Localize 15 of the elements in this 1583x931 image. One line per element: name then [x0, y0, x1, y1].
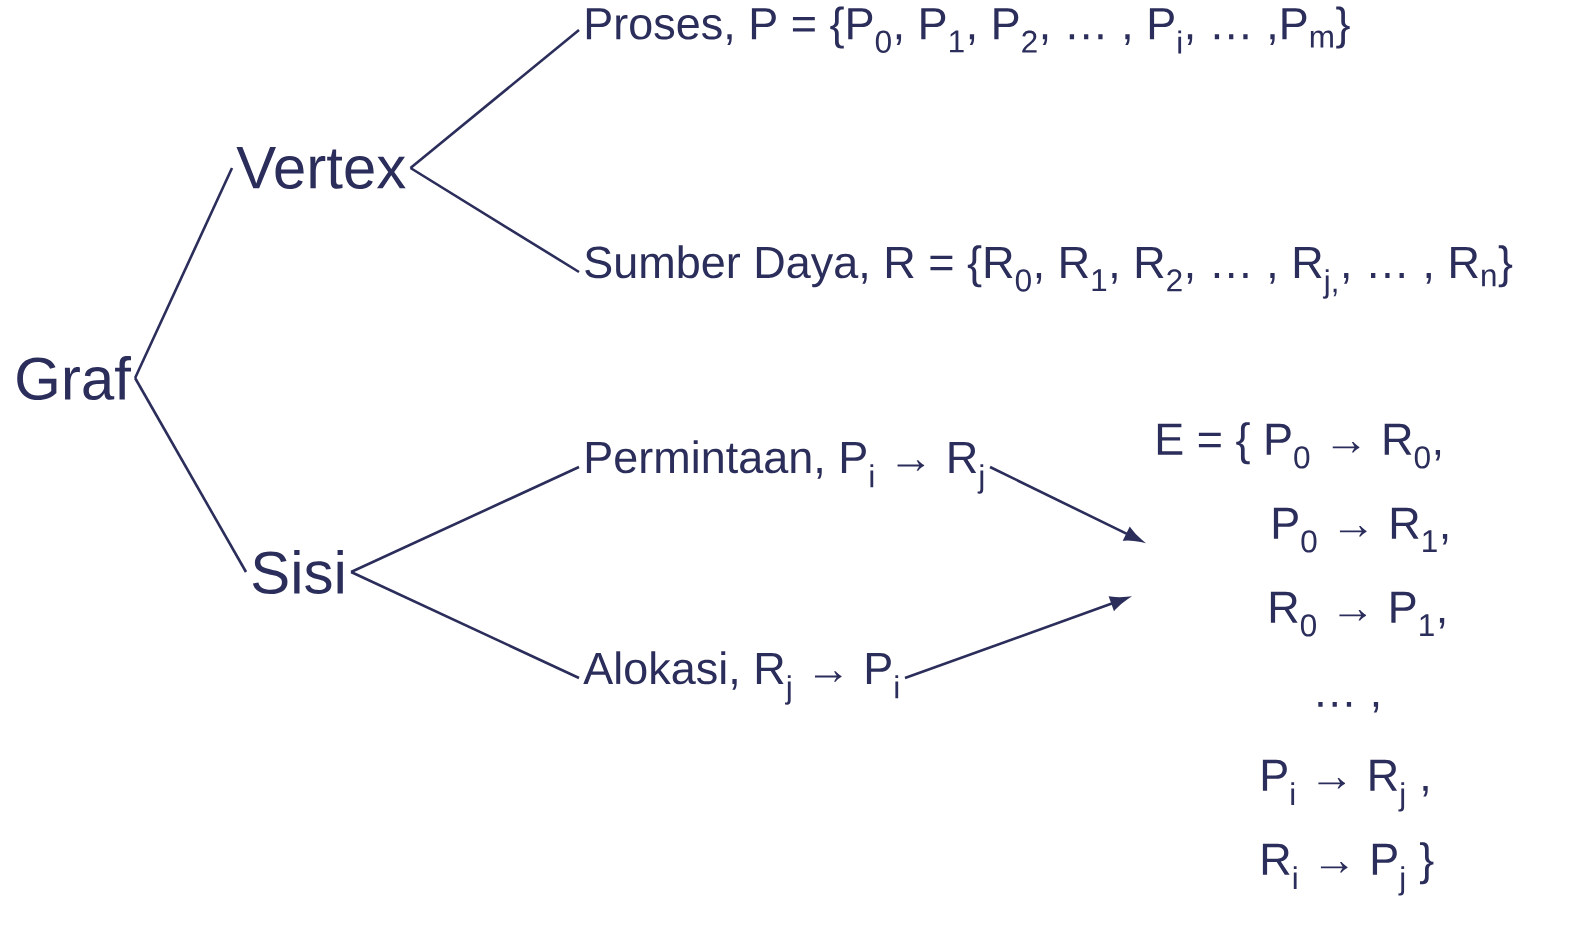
branch-line: [350, 465, 580, 574]
set-label: E = { P$_{0}$ → R$_{0}$, P$_{0}$ → R$_{1}$, R$_{0}$ → P$_{1}$, … , P$_{i}$ → R$_{j}$ , R$_{i}$ → P$_{j}$ }: [1157, 422, 1448, 896]
leaf-label: Permintaan, P$_{i}$ → R$_{j}$: [586, 440, 984, 494]
branch-label: Sisi: [252, 549, 343, 594]
branch-label: Vertex: [236, 147, 406, 189]
branch-line: [409, 29, 580, 169]
branch-line: [133, 167, 234, 379]
branch-line: [409, 166, 580, 274]
leaf-label: Proses, P = {P$_{0}$, P$_{1}$, P$_{2}$, … , P$_{i}$, … ,P$_{m}$}: [586, 6, 1350, 54]
branch-line: [133, 377, 248, 573]
arrow: [989, 465, 1143, 543]
root-label: Graf: [17, 356, 131, 400]
leaf-label: Sumber Daya, R = {R$_{0}$, R$_{1}$, R$_{2}$, … , R$_{j,}$, … , R$_{n}$}: [585, 245, 1513, 299]
branch-line: [350, 570, 580, 680]
leaf-label: Alokasi, R$_{j}$ → P$_{i}$: [583, 651, 899, 705]
